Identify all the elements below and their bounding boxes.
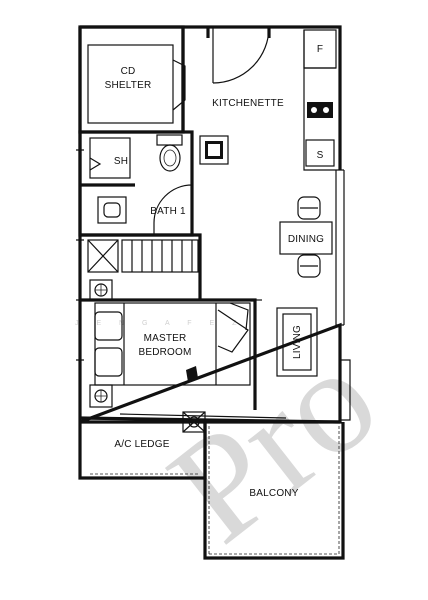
- side-tables: [89, 279, 113, 408]
- washbasin: [97, 196, 127, 224]
- kitchen-counter: [303, 30, 336, 171]
- shelter-door: [172, 59, 186, 111]
- label-balcony: BALCONY: [249, 488, 298, 499]
- watermark-subtext: J E N G A F E Z: [75, 320, 244, 327]
- shelter-inner: [87, 44, 174, 124]
- sink-box: [305, 139, 335, 167]
- label-kitchenette: KITCHENETTE: [212, 98, 284, 109]
- toilet: [156, 134, 183, 172]
- label-dining: DINING: [288, 234, 324, 245]
- label-master-bedroom-1: MASTER: [144, 333, 187, 344]
- label-sink: S: [317, 150, 324, 161]
- label-fridge: F: [317, 44, 323, 55]
- walls: [76, 25, 351, 560]
- dining-table: [279, 196, 333, 278]
- wardrobe-strip: [80, 233, 202, 300]
- window-right-2: [340, 359, 351, 421]
- window-right: [335, 169, 345, 326]
- washing-machine: [199, 135, 229, 165]
- hob: [307, 102, 333, 118]
- label-master-bedroom-2: BEDROOM: [138, 347, 191, 358]
- label-bath: BATH 1: [150, 206, 186, 217]
- kitchen-door-jamb: [206, 27, 271, 38]
- balcony-door-line: [79, 416, 341, 424]
- label-shower: SH: [114, 156, 128, 167]
- label-cd-shelter-1: CD: [121, 66, 136, 77]
- bed: [94, 302, 251, 386]
- balcony-outline: [203, 422, 345, 560]
- label-cd-shelter-2: SHELTER: [105, 80, 152, 91]
- sofa: [276, 307, 318, 377]
- shower-corner: [89, 157, 102, 171]
- room-labels: CD SHELTER KITCHENETTE F S SH BATH 1 DIN…: [105, 44, 324, 499]
- kitchen-door-arc: [212, 26, 270, 84]
- bath-door-arc: [153, 184, 193, 235]
- label-living: LIVING: [292, 325, 303, 359]
- label-ac-ledge: A/C LEDGE: [114, 439, 169, 450]
- balcony-door-line-2: [119, 413, 287, 419]
